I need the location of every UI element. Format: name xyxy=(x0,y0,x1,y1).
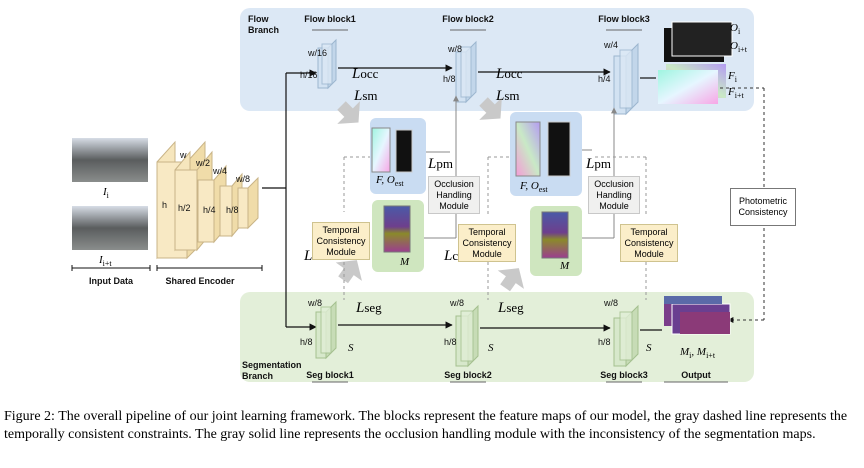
output-label: Output xyxy=(681,370,711,380)
dim-w8-flow: w/8 xyxy=(448,44,463,54)
dim-h4: h/4 xyxy=(203,205,216,215)
dim-h4-flow: h/4 xyxy=(598,74,611,84)
photometric-consistency-box: Photometric Consistency xyxy=(730,188,796,226)
m-label-1: M xyxy=(400,256,410,268)
shaded-arrow-seg2 xyxy=(497,268,524,292)
shared-encoder-label: Shared Encoder xyxy=(165,276,235,286)
dim-w16: w/16 xyxy=(308,48,328,58)
dim-h8: h/8 xyxy=(226,205,239,215)
input-image-it xyxy=(72,206,148,250)
loss-pm-2: Lpm xyxy=(586,156,611,172)
dim-w8-seg3: w/8 xyxy=(604,298,619,308)
flow-block2-label: Flow block2 xyxy=(442,14,494,24)
f-it-label: Fi+t xyxy=(728,86,744,100)
pipeline-figure: Flow Branch Segmentation Branch Flow blo… xyxy=(71,8,796,383)
occlusion-module-2: Occlusion Handling Module xyxy=(588,176,640,214)
input-image-i xyxy=(72,138,148,182)
flow-block3-label: Flow block3 xyxy=(598,14,650,24)
dim-h8-flow: h/8 xyxy=(443,74,456,84)
f-o-est-2: F, Oest xyxy=(520,180,548,194)
seg-block2-label: Seg block2 xyxy=(444,370,492,380)
dim-h2: h/2 xyxy=(178,203,191,213)
output-m-labels: Mi, Mi+t xyxy=(680,346,716,360)
occlusion-module-1: Occlusion Handling Module xyxy=(428,176,480,214)
dim-w8: w/8 xyxy=(236,174,251,184)
input-it-label: Ii+t xyxy=(99,254,112,268)
dim-w2: w/2 xyxy=(196,158,211,168)
dim-w8-seg2: w/8 xyxy=(450,298,465,308)
loss-seg-1: Lseg xyxy=(356,300,382,316)
o-it-label: Oi+t xyxy=(730,40,747,54)
temporal-module-1: Temporal Consistency Module xyxy=(312,222,370,260)
dim-h8-seg1: h/8 xyxy=(300,337,313,347)
flow-branch-label: Flow Branch xyxy=(248,14,280,35)
s-label-3: S xyxy=(646,342,652,354)
dim-w4-flow: w/4 xyxy=(604,40,619,50)
input-i-label: Ii xyxy=(103,186,109,200)
temporal-module-2: Temporal Consistency Module xyxy=(458,224,516,262)
segmentation-output-images xyxy=(664,296,731,335)
input-data-label: Input Data xyxy=(89,276,133,286)
dim-h8-seg3: h/8 xyxy=(598,337,611,347)
f-i-label: Fi xyxy=(728,70,737,84)
flow-block3-shape xyxy=(613,42,639,116)
shaded-arrow-seg1 xyxy=(335,260,362,284)
occlusion-output-images xyxy=(658,21,733,104)
loss-occ-1: Locc xyxy=(352,66,379,82)
flow-block1-shape xyxy=(317,38,337,90)
loss-seg-2: Lseg xyxy=(498,300,524,316)
temporal-module-3: Temporal Consistency Module xyxy=(620,224,678,262)
dim-w8-seg1: w/8 xyxy=(308,298,323,308)
dim-w: w xyxy=(180,150,187,160)
loss-sm-2: Lsm xyxy=(496,88,520,104)
dim-w4: w/4 xyxy=(213,166,228,176)
loss-pm-1: Lpm xyxy=(428,156,453,172)
o-i-label: Oi xyxy=(730,22,741,36)
m-label-2: M xyxy=(560,260,570,272)
pipeline-diagram xyxy=(71,8,765,383)
seg-block2-shape xyxy=(455,304,479,368)
figure-caption: Figure 2: The overall pipeline of our jo… xyxy=(4,409,848,442)
shared-encoder-stack xyxy=(156,140,259,260)
dim-h16: h/16 xyxy=(300,70,318,80)
seg-block3-shape xyxy=(613,304,639,368)
segmentation-branch-label: Segmentation Branch xyxy=(242,360,302,381)
loss-occ-2: Locc xyxy=(496,66,523,82)
s-label-2: S xyxy=(488,342,494,354)
flow-block1-label: Flow block1 xyxy=(304,14,356,24)
seg-block1-label: Seg block1 xyxy=(306,370,354,380)
loss-sm-1: Lsm xyxy=(354,88,378,104)
seg-block1-shape xyxy=(315,300,337,360)
s-label-1: S xyxy=(348,342,354,354)
dim-h: h xyxy=(162,200,168,210)
seg-block3-label: Seg block3 xyxy=(600,370,648,380)
f-o-est-1: F, Oest xyxy=(376,174,404,188)
dim-h8-seg2: h/8 xyxy=(444,337,457,347)
flow-block2-shape xyxy=(455,40,477,104)
